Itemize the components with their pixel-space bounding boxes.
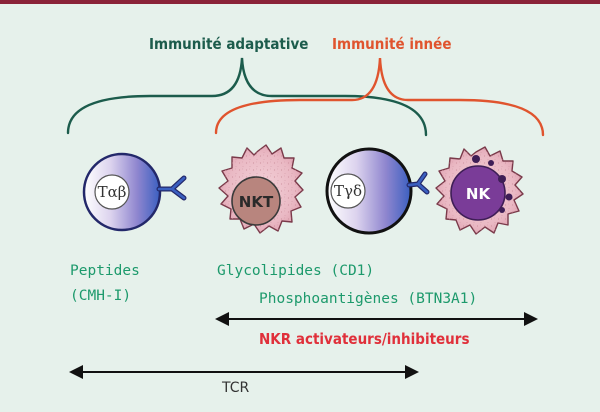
glycolipides-label: Glycolipides (CD1) [217, 263, 375, 279]
t-alpha-beta-cell: Tαβ [82, 152, 187, 232]
t-gamma-delta-label: Tγδ [334, 182, 362, 200]
granule-icon [472, 155, 480, 163]
nkr-label: NKR activateurs/inhibiteurs [259, 330, 470, 348]
nkt-cell: NKT [218, 144, 304, 234]
nk-cell: NK [435, 146, 524, 235]
innate-immunity-brace [214, 57, 545, 137]
granule-icon [498, 175, 506, 183]
adaptive-immunity-label: Immunité adaptative [149, 35, 309, 53]
top-accent-bar [0, 0, 600, 4]
nk-label: NK [466, 185, 492, 203]
nkt-label: NKT [239, 193, 274, 211]
t-gamma-delta-cell: Tγδ [325, 147, 430, 235]
peptides-label: Peptides [70, 263, 140, 279]
granule-icon [488, 160, 494, 166]
adaptive-immunity-brace [66, 57, 428, 137]
granule-icon [505, 193, 513, 201]
innate-immunity-label: Immunité innée [332, 35, 452, 53]
granule-icon [499, 207, 505, 213]
tcr-label: TCR [222, 380, 250, 396]
cmh-i-label: (CMH-I) [70, 288, 132, 304]
nkr-range-arrow [215, 312, 538, 326]
t-alpha-beta-label: Tαβ [98, 183, 127, 201]
tcr-range-arrow [69, 365, 419, 379]
phosphoantigenes-label: Phosphoantigènes (BTN3A1) [259, 291, 478, 307]
